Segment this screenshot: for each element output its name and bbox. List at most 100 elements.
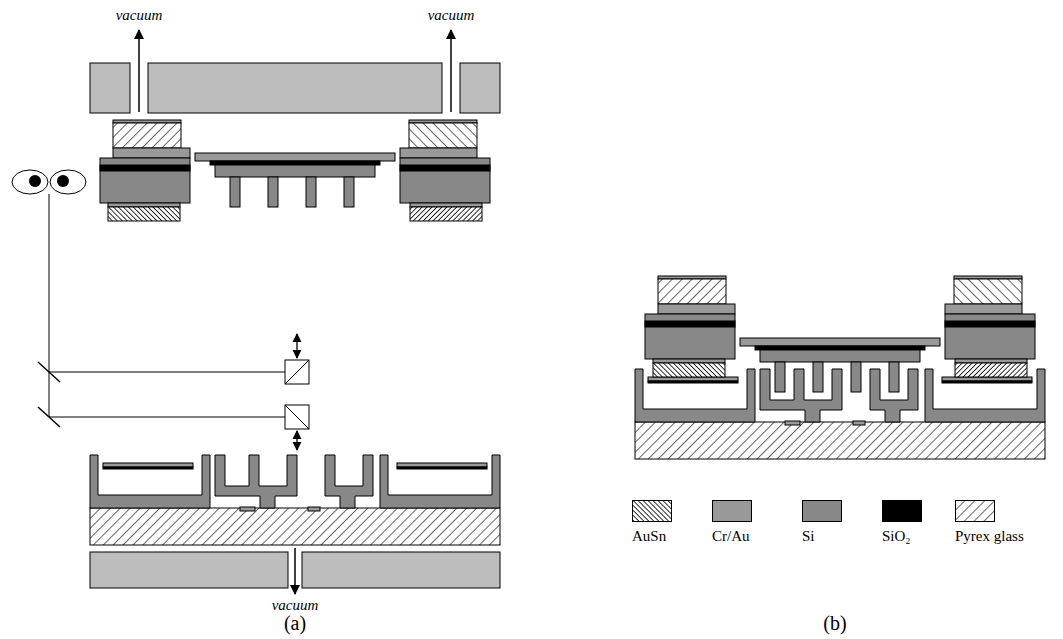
cr-au-layer: [658, 304, 735, 314]
vacuum-label: vacuum: [272, 598, 319, 613]
device-wafer: [90, 455, 500, 545]
beam-splitter: [285, 405, 309, 429]
chuck-block: [90, 63, 130, 113]
silicon-layer: [760, 350, 920, 362]
legend-text: Cr/Au: [712, 528, 752, 545]
comb-structure: [215, 455, 297, 508]
legend-text: Pyrex glass: [955, 528, 1024, 545]
legend-swatch: [955, 500, 995, 522]
comb-finger: [268, 177, 278, 207]
legend-item: SiO₂: [882, 500, 922, 545]
silicon-frame: [90, 455, 210, 508]
cr-au-layer: [740, 338, 940, 346]
pyrex-substrate: [90, 508, 500, 545]
cr-au-layer: [113, 148, 190, 158]
cr-au-layer: [410, 203, 482, 207]
comb-finger: [344, 177, 354, 207]
vacuum-arrow: [294, 548, 296, 594]
cr-au-pad: [103, 463, 193, 467]
chuck-block: [460, 63, 500, 113]
pyrex-cap: [113, 123, 181, 148]
silicon-layer: [100, 158, 190, 203]
legend-text: SiO₂: [882, 528, 922, 545]
silicon-frame: [380, 455, 500, 508]
subfigure-label: (a): [284, 613, 306, 633]
electrode: [853, 421, 865, 425]
optical-alignment: [12, 170, 309, 450]
cap-wafer: [645, 276, 735, 377]
legend-item: Si: [802, 500, 842, 545]
vacuum-label: vacuum: [428, 8, 475, 23]
legend-swatch: [712, 500, 752, 522]
legend-swatch: [882, 500, 922, 522]
chuck-block: [148, 63, 442, 113]
sio2-layer: [648, 381, 738, 383]
legend-swatch: [802, 500, 842, 522]
comb-finger: [775, 362, 785, 392]
legend-item: Cr/Au: [712, 500, 752, 545]
legend-item: Pyrex glass: [955, 500, 1024, 545]
ausn-solder: [653, 363, 725, 377]
pupil: [29, 175, 41, 187]
light-path: [49, 372, 285, 373]
pyrex-cap: [658, 279, 726, 304]
comb-finger: [851, 362, 861, 392]
electrode: [240, 507, 255, 511]
sio2-layer: [100, 165, 190, 171]
chuck-block: [90, 552, 288, 588]
bottom-vacuum-chuck: [90, 548, 500, 594]
beam-splitter: [285, 360, 309, 384]
silicon-layer: [400, 158, 490, 203]
comb-finger: [813, 362, 823, 392]
cr-au-layer: [400, 148, 477, 158]
vacuum-arrow: [450, 30, 452, 112]
eye: [50, 170, 86, 194]
light-path: [49, 417, 285, 418]
sio2-layer: [210, 161, 380, 165]
vacuum-label: vacuum: [116, 8, 163, 23]
sio2-layer: [103, 467, 193, 469]
light-path: [49, 194, 50, 417]
cr-au-pad: [648, 377, 738, 381]
ausn-solder: [410, 207, 482, 221]
beam-splitter-diagonal: [285, 360, 309, 384]
subfigure-label: (b): [823, 613, 846, 633]
sio2-layer: [397, 467, 487, 469]
cap-wafer: [400, 120, 490, 221]
pyrex-substrate: [635, 422, 1045, 459]
comb-finger: [889, 362, 899, 392]
eye: [12, 170, 48, 194]
sio2-layer: [945, 321, 1035, 327]
top-comb-plate: [740, 338, 940, 392]
top-vacuum-chuck: [90, 30, 500, 113]
vacuum-arrow: [138, 30, 140, 112]
comb-finger: [306, 177, 316, 207]
legend-text: AuSn: [632, 528, 672, 545]
pupil: [57, 175, 69, 187]
silicon-layer: [215, 165, 375, 177]
cr-au-layer: [653, 359, 725, 363]
sio2-layer: [400, 165, 490, 171]
cr-au-pad: [397, 463, 487, 467]
cr-au-pad: [942, 377, 1032, 381]
pyrex-cap: [954, 279, 1022, 304]
legend-item: AuSn: [632, 500, 672, 545]
cr-au-layer: [195, 153, 395, 161]
beam-splitter-diagonal: [285, 405, 309, 429]
comb-structure: [325, 455, 373, 508]
cr-au-layer: [955, 359, 1027, 363]
ausn-solder: [955, 363, 1027, 377]
top-comb-plate: [195, 153, 395, 207]
legend-swatch-fill: [633, 501, 672, 522]
device-wafer: [635, 369, 1045, 459]
pyrex-cap: [409, 123, 477, 148]
view-arrow: [296, 334, 297, 358]
sio2-layer: [755, 346, 925, 350]
comb-finger: [230, 177, 240, 207]
legend-swatch-fill: [956, 501, 995, 522]
silicon-layer: [645, 314, 735, 359]
device-structures: [90, 120, 1045, 545]
view-arrow: [296, 431, 297, 450]
legend-swatch: [632, 500, 672, 522]
